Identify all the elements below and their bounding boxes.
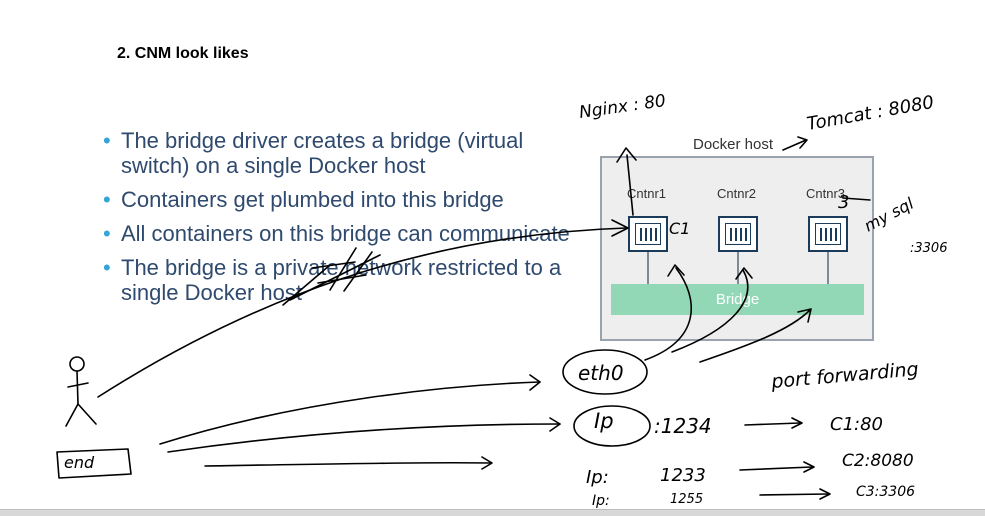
ip-label-2: Ip:: [586, 467, 609, 488]
ip-label-3: Ip:: [592, 493, 610, 509]
bullet-dot-icon: •: [103, 187, 111, 212]
bullet-item: • The bridge is a private network restric…: [103, 255, 573, 305]
slide-heading: 2. CNM look likes: [117, 45, 249, 62]
three-note: 3: [838, 192, 849, 213]
end-to-ip-arrow: [167, 423, 561, 453]
user-figure-icon: [65, 356, 97, 427]
bullet-text: The bridge driver creates a bridge (virt…: [121, 128, 524, 178]
ip-port-2: 1233: [660, 465, 706, 486]
container-1-icon: [628, 216, 668, 252]
ip-circle: [573, 405, 651, 447]
mysql-port-note: :3306: [910, 241, 947, 256]
map-c1: C1:80: [830, 414, 883, 435]
eth0-circle: [562, 349, 648, 395]
bullet-item: • Containers get plumbed into this bridge: [103, 187, 573, 212]
container-2-label: Cntnr2: [717, 186, 757, 201]
arrowhead-icon: [549, 417, 561, 432]
map-c3: C3:3306: [856, 484, 915, 500]
ip-note: Ip: [594, 409, 614, 433]
cross-mark: [329, 247, 357, 291]
arrowhead-icon: [667, 264, 685, 277]
ip-port-3: 1255: [670, 492, 703, 507]
arrowhead-icon: [803, 461, 815, 473]
container-2-icon: [718, 216, 758, 252]
map-arrow-2: [739, 466, 813, 471]
arrowhead-icon: [529, 374, 541, 391]
map-c2: C2:8080: [842, 451, 914, 471]
arrowhead-icon: [735, 267, 753, 280]
container-1-link: [647, 252, 649, 284]
eth0-note: eth0: [578, 361, 624, 385]
bullet-dot-icon: •: [103, 255, 111, 280]
cross-mark: [343, 251, 373, 292]
nginx-arrow: [626, 154, 634, 216]
cross-mark: [282, 264, 331, 306]
bullet-text: The bridge is a private network restrict…: [121, 255, 562, 305]
container-1-label: Cntnr1: [627, 186, 667, 201]
bridge-bar: Bridge: [611, 284, 864, 315]
container-3-link: [827, 252, 829, 284]
container-3-label: Cntnr3: [806, 186, 846, 201]
c1-note: C1: [669, 219, 690, 238]
map-arrow-1: [744, 422, 801, 426]
ip-port-1: :1234: [654, 414, 712, 438]
eth0-to-c2-arrow: [671, 269, 749, 353]
bullet-text: All containers on this bridge can commun…: [121, 221, 570, 246]
arrowhead-icon: [481, 456, 493, 470]
cross-mark: [289, 254, 381, 301]
bullet-text: Containers get plumbed into this bridge: [121, 187, 504, 212]
container-2-link: [737, 252, 739, 284]
arrowhead-icon: [611, 219, 629, 237]
bullet-dot-icon: •: [103, 221, 111, 246]
map-arrow-3: [759, 493, 829, 496]
tomcat-arrow: [782, 139, 807, 151]
arrowhead-icon: [791, 417, 803, 429]
arrowhead-icon: [819, 488, 831, 500]
cross-mark: [311, 261, 356, 269]
arrowhead-icon: [797, 308, 812, 323]
end-to-ip2-arrow: [204, 461, 491, 467]
window-bottom-edge: [0, 509, 985, 516]
end-box: [56, 448, 132, 479]
bullet-list: • The bridge driver creates a bridge (vir…: [103, 128, 573, 314]
nginx-note: Nginx : 80: [578, 91, 667, 123]
bullet-item: • All containers on this bridge can commu…: [103, 221, 573, 246]
scribble-mark: [842, 197, 871, 201]
port-forwarding-note: port forwarding: [770, 358, 920, 393]
container-3-icon: [808, 216, 848, 252]
eth0-to-c3-arrow: [699, 309, 811, 363]
docker-host-label: Docker host: [693, 136, 774, 153]
arrowhead-icon: [797, 136, 808, 149]
end-to-eth0-arrow: [159, 381, 541, 445]
arrowhead-icon: [616, 147, 637, 163]
eth0-to-c1-arrow: [644, 267, 693, 361]
bullet-dot-icon: •: [103, 128, 111, 153]
end-note: end: [64, 453, 95, 472]
client-to-container-arrow: [97, 227, 627, 398]
bullet-item: • The bridge driver creates a bridge (vir…: [103, 128, 573, 178]
tomcat-note: Tomcat : 8080: [805, 92, 935, 135]
